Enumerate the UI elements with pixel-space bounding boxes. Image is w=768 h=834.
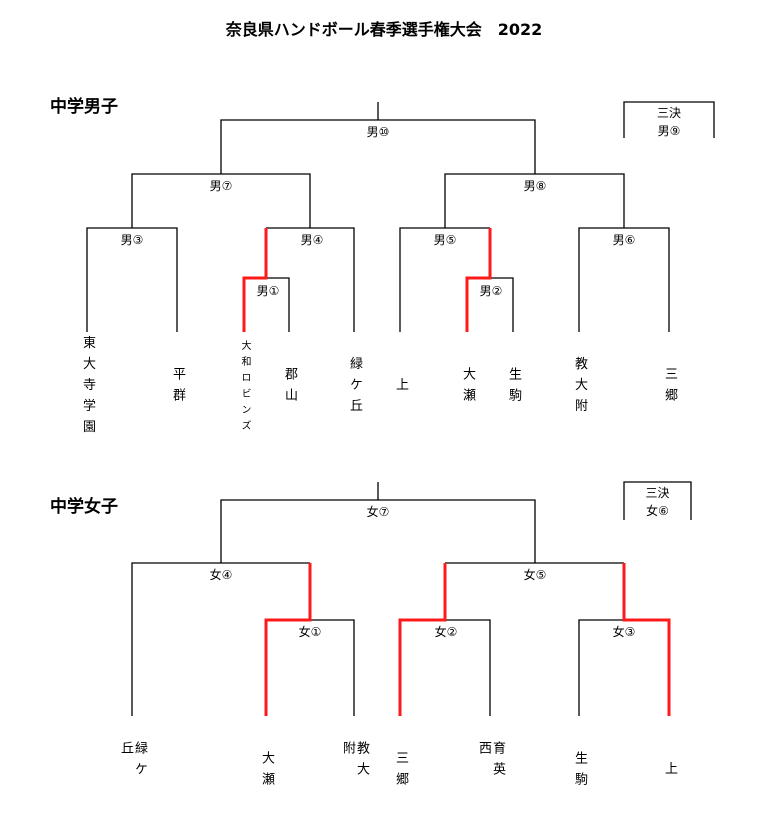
third-place-frame [623, 481, 692, 520]
match-label: 女① [298, 625, 322, 639]
winner-path [264, 563, 312, 716]
team-name: 大瀬 [460, 367, 475, 409]
match-label: 男⑧ [523, 179, 547, 193]
match-label: 女④ [209, 568, 233, 582]
match-label: 男⑥ [612, 233, 636, 247]
match-label: 女③ [612, 625, 636, 639]
third-place-label: 三決 [645, 486, 670, 500]
bracket-line [86, 227, 178, 332]
match-label: 男⑩ [366, 125, 390, 139]
bracket-line [220, 119, 536, 174]
bracket-line [131, 173, 311, 228]
third-place-frame [623, 101, 715, 138]
team-name: 平群 [170, 367, 185, 409]
third-place-label: 三決 [656, 106, 681, 120]
winner-path [622, 563, 671, 716]
bracket-line [131, 562, 310, 716]
winner-path [242, 228, 268, 332]
bracket-line [310, 619, 355, 716]
team-name: 郡山 [282, 367, 297, 409]
team-name: 教大附 [340, 741, 369, 783]
match-label: 男② [479, 284, 503, 298]
team-name: 生駒 [506, 367, 521, 409]
team-name: 東大寺学園 [80, 335, 95, 441]
team-name: 教大附 [572, 356, 587, 420]
match-label: 男③ [120, 233, 144, 247]
team-name: 育英西 [476, 741, 505, 783]
match-label: 男④ [300, 233, 324, 247]
team-name: 生駒 [572, 751, 587, 793]
bracket-line [266, 277, 290, 332]
team-name: 三郷 [393, 751, 408, 793]
bracket-line [444, 173, 625, 228]
third-place-box: 三決 男⑨ [624, 104, 714, 140]
bracket-line [490, 277, 514, 332]
team-name: 上 [662, 761, 677, 783]
team-name: 三郷 [662, 367, 677, 409]
bracket-line [220, 499, 536, 563]
third-place-match: 女⑥ [646, 504, 669, 518]
bracket-line [578, 227, 670, 332]
team-name: 大和ロビンズ [239, 340, 250, 436]
match-label: 男① [256, 284, 280, 298]
match-label: 男⑦ [209, 179, 233, 193]
third-place-match: 男⑨ [657, 124, 681, 138]
bracket-line [578, 619, 624, 716]
match-label: 男⑤ [433, 233, 457, 247]
girls-heading: 中学女子 [50, 497, 118, 517]
team-name: 上 [393, 377, 408, 399]
match-label: 女② [434, 625, 458, 639]
team-name: 緑ケ丘 [347, 356, 362, 420]
team-name: 大瀬 [259, 751, 274, 793]
match-label: 女⑦ [366, 505, 390, 519]
bracket-line [399, 227, 490, 332]
team-name: 緑ケ丘 [118, 741, 147, 783]
boys-heading: 中学男子 [50, 97, 118, 117]
bracket-line [445, 619, 491, 716]
document-title: 奈良県ハンドボール春季選手権大会 2022 [225, 20, 543, 39]
third-place-box: 三決 女⑥ [624, 484, 691, 520]
match-label: 女⑤ [523, 568, 547, 582]
winner-path [398, 563, 447, 716]
bracket-line [266, 227, 355, 332]
winner-path [465, 228, 492, 332]
